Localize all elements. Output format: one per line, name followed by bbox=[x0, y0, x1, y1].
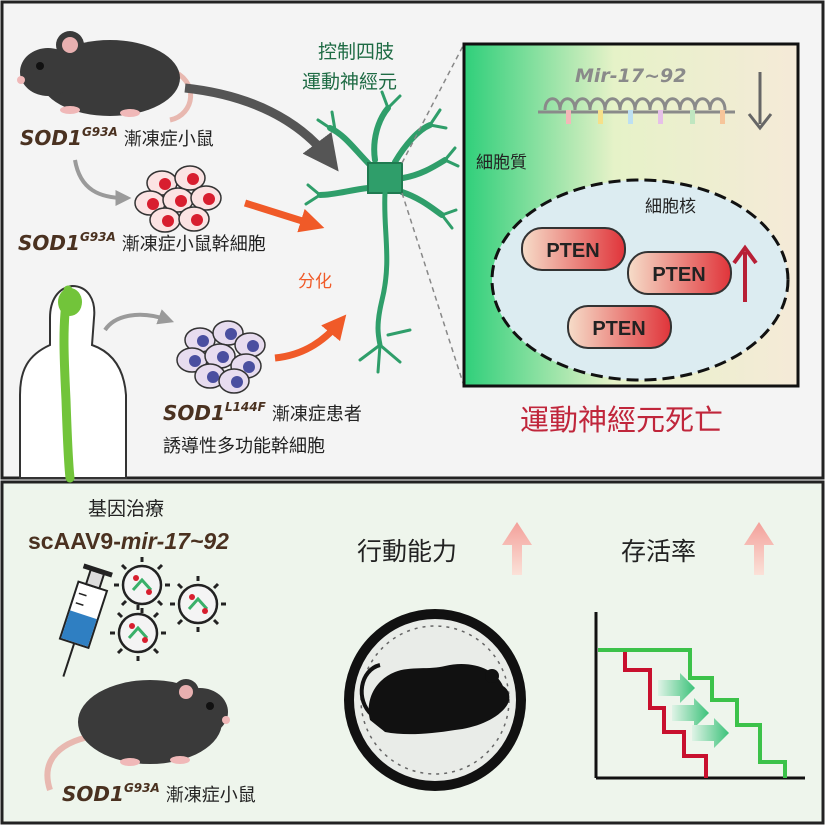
zoom-line-top bbox=[401, 43, 465, 164]
zoom-line-bottom bbox=[401, 192, 465, 387]
survival-up-arrow bbox=[744, 522, 774, 575]
survival-curve-untreated bbox=[598, 648, 708, 778]
shift-arrow-1 bbox=[658, 673, 695, 703]
arrow-mouse-to-neuron bbox=[184, 83, 339, 172]
arrow-ipsc-to-neuron bbox=[274, 314, 347, 362]
motor-ability-label: 行動能力 bbox=[357, 537, 457, 566]
mouse-stemcell-cluster bbox=[134, 165, 222, 233]
aav-virus-2 bbox=[170, 576, 226, 632]
arrow-mouse-to-stemcells bbox=[73, 159, 132, 206]
survival-label: 存活率 bbox=[621, 537, 696, 566]
neuron-title-line1: 控制四肢 bbox=[318, 41, 394, 63]
syringe bbox=[58, 563, 113, 677]
svg-text:PTEN: PTEN bbox=[546, 240, 599, 262]
nucleus-label: 細胞核 bbox=[645, 197, 696, 217]
pten-up-arrowhead bbox=[732, 244, 758, 265]
treated-mouse-illustration bbox=[44, 679, 230, 791]
running-wheel bbox=[344, 609, 526, 791]
shift-arrow-2 bbox=[672, 698, 709, 728]
outcome-label: 運動神經元死亡 bbox=[520, 403, 723, 437]
mir-label: Mir-17~92 bbox=[575, 65, 686, 87]
aav-virus-3 bbox=[110, 605, 166, 661]
mir-down-arrowhead bbox=[747, 113, 773, 131]
survival-curve bbox=[594, 612, 805, 780]
mir-segments bbox=[566, 110, 725, 124]
therapy-title: 基因治療 bbox=[88, 498, 164, 520]
arrow-patient-to-ipsc bbox=[103, 309, 175, 332]
shift-arrow-3 bbox=[692, 718, 729, 748]
pten-protein-3: PTEN bbox=[567, 305, 672, 349]
motor-neuron bbox=[304, 90, 460, 374]
aav-virus-1 bbox=[114, 557, 170, 613]
patient-silhouette bbox=[19, 284, 127, 483]
differentiate-label: 分化 bbox=[298, 272, 332, 292]
patient-label-line2: 誘導性多功能幹細胞 bbox=[163, 436, 325, 457]
inset-panel: Mir-17~92 細胞質 細胞核 PTEN PTEN PTEN bbox=[462, 42, 800, 388]
sod1-mouse-illustration bbox=[17, 31, 194, 123]
motor-up-arrow bbox=[502, 522, 532, 575]
therapy-name: scAAV9-mir-17~92 bbox=[28, 528, 229, 554]
arrow-stemcells-to-neuron bbox=[243, 199, 325, 233]
svg-text:PTEN: PTEN bbox=[592, 318, 645, 340]
pten-protein-1: PTEN bbox=[521, 227, 626, 271]
pten-protein-2: PTEN bbox=[627, 251, 732, 295]
cytoplasm-label: 細胞質 bbox=[476, 153, 527, 173]
svg-text:PTEN: PTEN bbox=[652, 264, 705, 286]
survival-curve-treated bbox=[598, 648, 787, 778]
neuron-title-line2: 運動神經元 bbox=[302, 71, 397, 93]
patient-ipsc-cluster bbox=[176, 320, 266, 394]
